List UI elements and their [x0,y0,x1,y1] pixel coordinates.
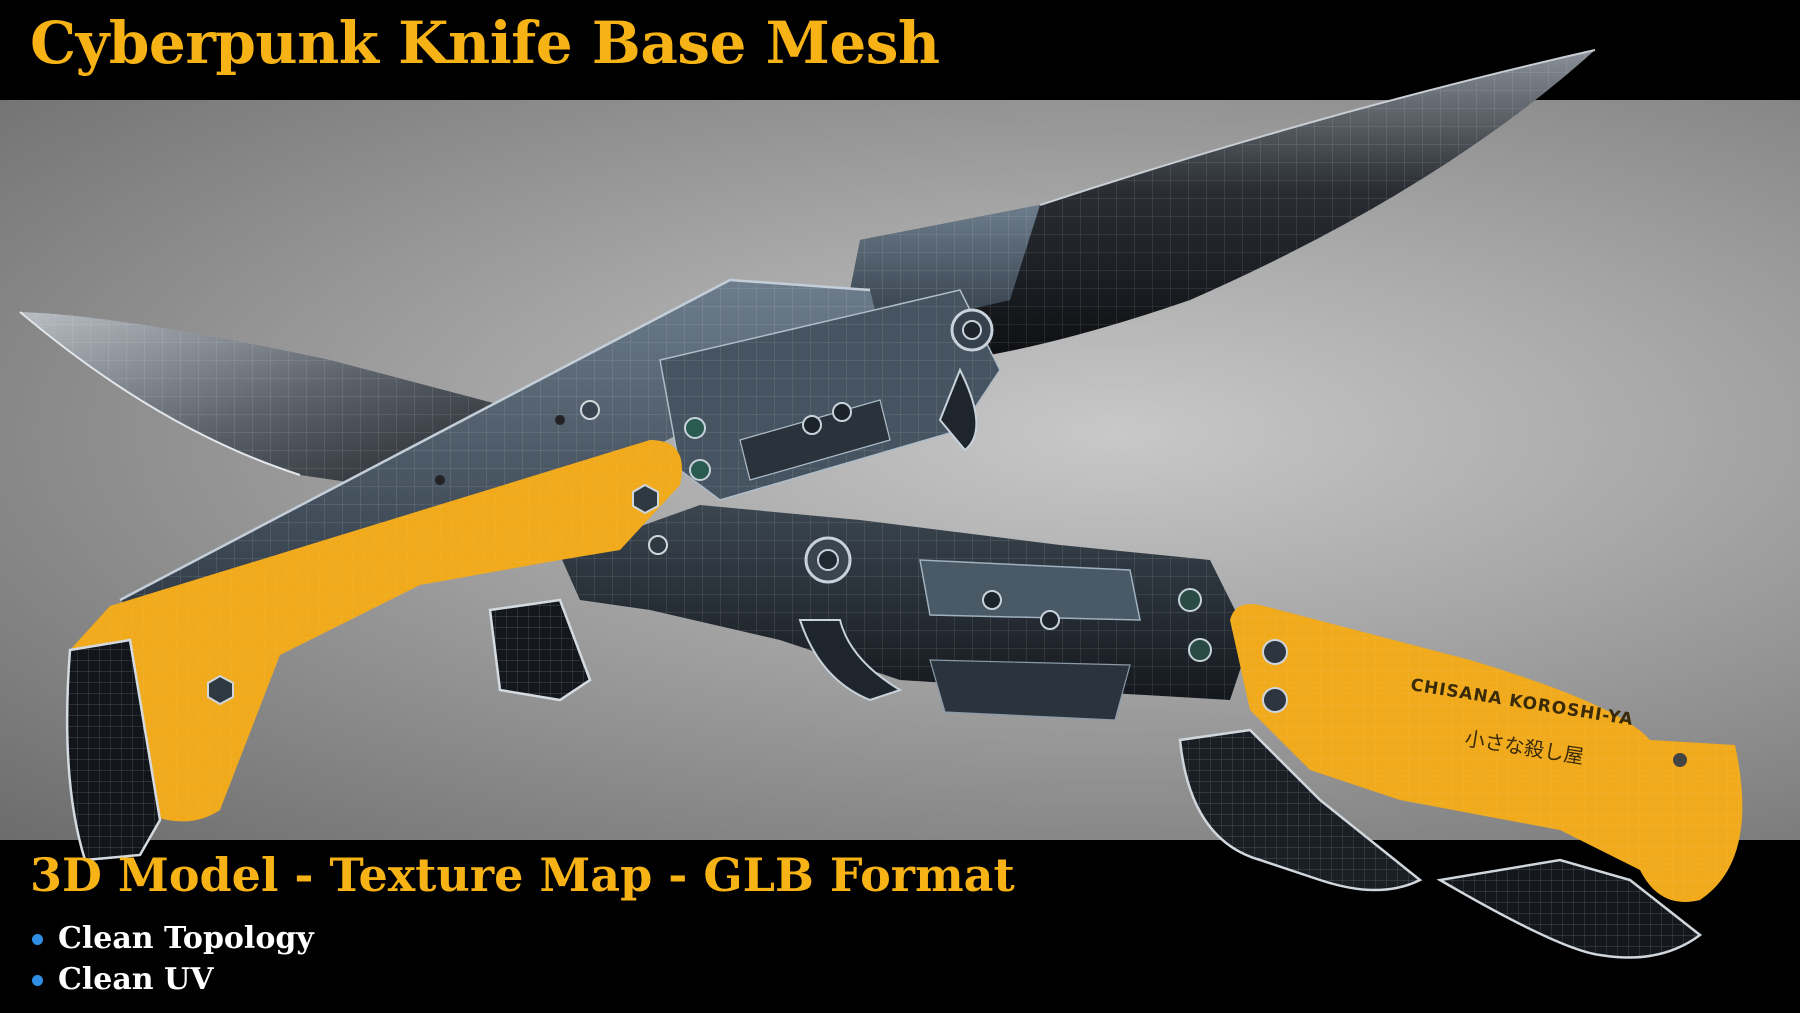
back-knife-body [560,505,1250,721]
front-knife-blade [19,311,520,500]
page-title: Cyberpunk Knife Base Mesh [30,9,940,77]
feature-item-clean-topology: Clean Topology [30,918,314,959]
bullet-icon [32,934,43,945]
feature-label: Clean UV [58,962,214,997]
back-knife-handle [1178,604,1743,959]
feature-label: Clean Topology [58,921,314,956]
feature-list: Clean Topology Clean UV [30,918,314,1000]
bullet-icon [32,975,43,986]
front-knife-handle [65,440,682,862]
back-knife-blade [860,49,1596,360]
product-subtitle: 3D Model - Texture Map - GLB Format [30,848,1015,902]
feature-item-clean-uv: Clean UV [30,959,314,1000]
